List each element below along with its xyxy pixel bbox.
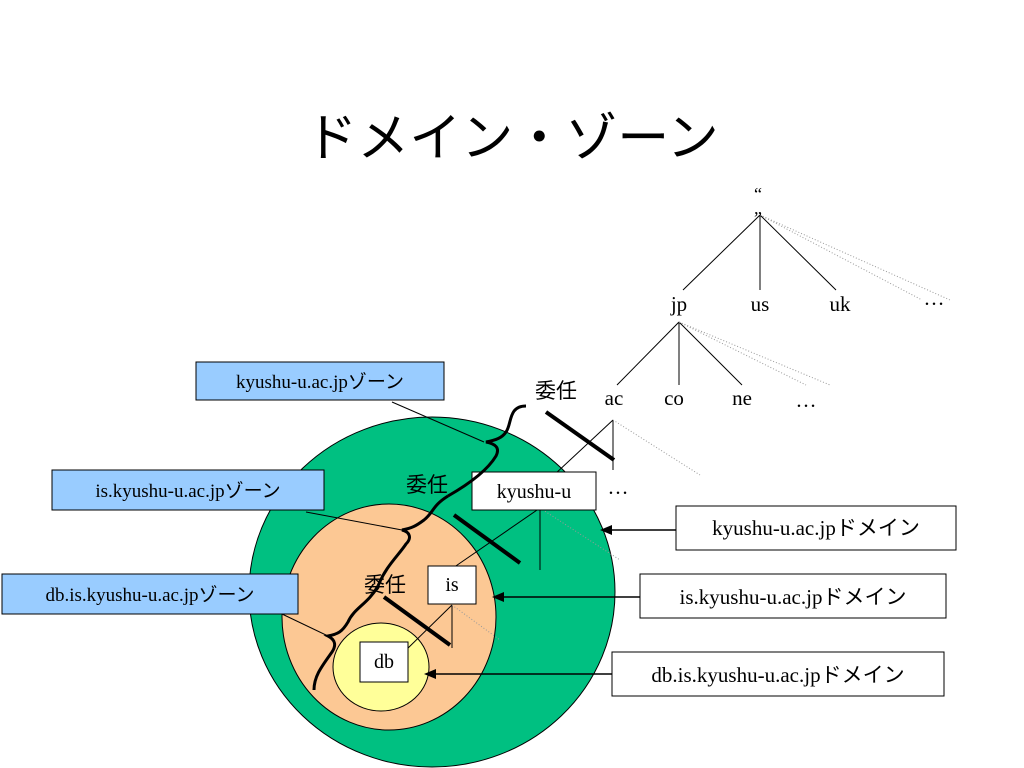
delegation-cuts <box>382 410 616 647</box>
zone-label-is: is.kyushu-u.ac.jpゾーン <box>95 480 280 502</box>
node-uk: uk <box>830 292 852 316</box>
node-db-box <box>359 641 409 683</box>
delegation-label-3: 委任 <box>364 573 406 597</box>
zone-label-kyushu-u: kyushu-u.ac.jpゾーン <box>236 371 404 393</box>
node-jp: jp <box>670 292 687 316</box>
zone-label-box-kyushu-u <box>195 361 445 401</box>
node-kyushu-u-box <box>471 471 597 511</box>
domain-label-db: db.is.kyushu-u.ac.jpドメイン <box>651 663 904 687</box>
node-ne: ne <box>732 386 752 410</box>
node-co: co <box>664 386 684 410</box>
slide-title: ドメイン・ゾーン <box>305 109 719 169</box>
node-is-box <box>427 565 477 605</box>
node-tld-ellipsis: … <box>924 286 945 310</box>
domain-arrows <box>432 529 676 675</box>
node-sld-ellipsis: … <box>796 388 817 412</box>
zone-leaders <box>281 401 485 637</box>
zone-label-db: db.is.kyushu-u.ac.jpゾーン <box>45 584 254 606</box>
root-node-open: “ <box>754 184 762 204</box>
domain-label-box-is <box>639 573 947 619</box>
zone-label-box-is <box>51 469 325 511</box>
domain-arrowheads <box>424 525 612 679</box>
tree-edges-dotted <box>451 214 951 641</box>
node-us: us <box>751 292 770 316</box>
domain-label-kyushu-u: kyushu-u.ac.jpドメイン <box>712 516 920 540</box>
node-third-ellipsis: … <box>608 475 629 499</box>
node-db: db <box>374 651 394 673</box>
domain-label-box-db <box>611 651 945 697</box>
delegation-label-2: 委任 <box>406 473 448 497</box>
root-node-close: ” <box>754 208 762 228</box>
tree-edges <box>403 214 837 653</box>
zone-label-box-db <box>1 573 299 615</box>
domain-label-box-kyushu-u <box>675 505 957 551</box>
node-ac: ac <box>605 386 624 410</box>
node-kyushu-u: kyushu-u <box>497 481 571 503</box>
delegation-label-1: 委任 <box>535 379 577 403</box>
node-is: is <box>445 574 459 596</box>
domain-label-is: is.kyushu-u.ac.jpドメイン <box>680 585 907 609</box>
